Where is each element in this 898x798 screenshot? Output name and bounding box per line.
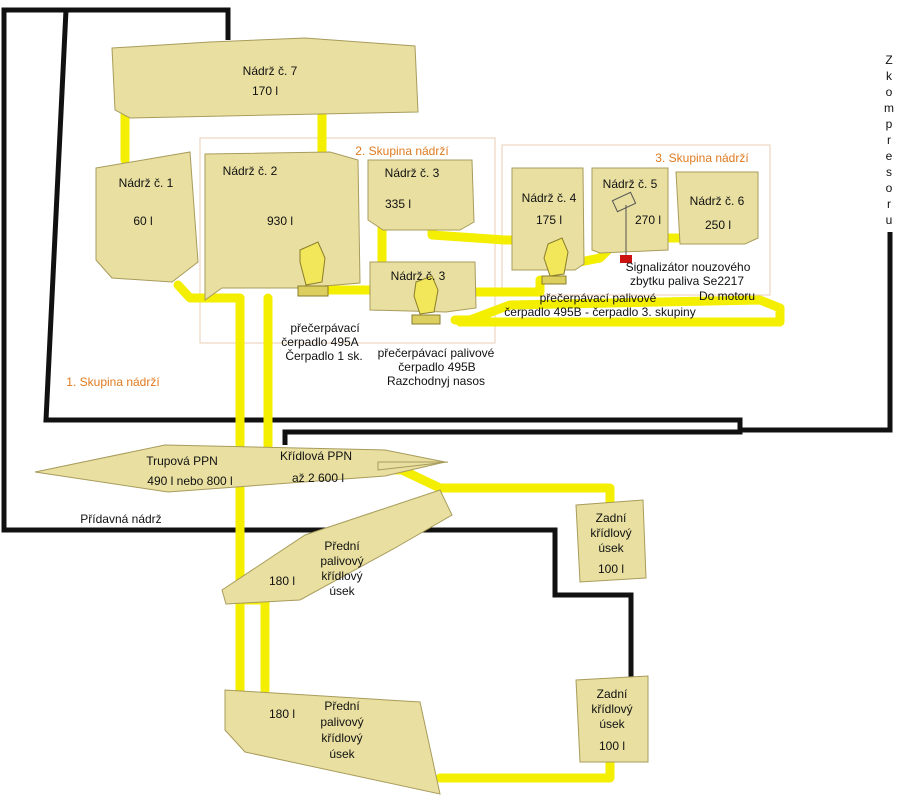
rear1-line1: Zadní: [596, 511, 627, 525]
tank-5: [591, 167, 669, 254]
group3-label: 3. Skupina nádrží: [655, 151, 749, 165]
rear1-line2: křídlový: [590, 526, 631, 540]
ppn-trup-line2: 490 l nebo 800 l: [147, 474, 232, 488]
p495b-line1: přečerpávací palivové: [378, 346, 495, 360]
ppn-wing-line2: až 2 600 l: [292, 471, 344, 485]
front2-line3: křídlový: [321, 731, 362, 745]
svg-text:r: r: [887, 133, 891, 147]
t6-name: Nádrž č. 6: [690, 194, 745, 208]
pipe-t3b-t4: [465, 275, 545, 297]
signal-line2: zbytku paliva Se2217: [630, 274, 744, 288]
tank-front1: [221, 489, 453, 605]
extra-tank-label: Přídavná nádrž: [80, 512, 161, 526]
signal-line1: Signalizátor nouzového: [626, 260, 751, 274]
t5-name: Nádrž č. 5: [603, 177, 658, 191]
front2-line4: úsek: [329, 747, 355, 761]
pump-495a-icon: [297, 241, 329, 297]
front1-line2: palivový: [320, 554, 363, 568]
group1-label: 1. Skupina nádrží: [66, 375, 160, 389]
air-line-inner: [43, 9, 743, 445]
pipe-rear-bottom: [435, 757, 615, 783]
svg-text:o: o: [886, 85, 893, 99]
tank-4: [511, 167, 585, 271]
air-line-outer: [1, 7, 634, 680]
engine-label: Do motoru: [699, 289, 755, 303]
p495b-line3: Razchodnyj nasos: [387, 374, 485, 388]
rear1-vol: 100 l: [598, 562, 624, 576]
p495a-line3: Čerpadlo 1 sk.: [285, 348, 362, 363]
air-line-top: [12, 7, 231, 40]
tank-rear1: [575, 499, 647, 583]
ppn-trup-line1: Trupová PPN: [146, 454, 218, 468]
ppn-wing-line1: Křídlová PPN: [280, 449, 352, 463]
rear2-vol: 100 l: [599, 739, 625, 753]
svg-text:u: u: [886, 213, 893, 227]
sensor-icon: [611, 191, 637, 263]
rear2-line1: Zadní: [597, 687, 628, 701]
pipe-t1-out: [173, 280, 245, 303]
front1-vol: 180 l: [269, 574, 295, 588]
t5-vol: 270 l: [635, 213, 661, 227]
svg-text:p: p: [886, 117, 893, 131]
front1-line4: úsek: [329, 584, 355, 598]
t4-vol: 175 l: [536, 213, 562, 227]
t3b-name: Nádrž č. 3: [391, 269, 446, 283]
t2-name: Nádrž č. 2: [223, 164, 278, 178]
rear2-line2: křídlový: [591, 702, 632, 716]
tank-front2: [224, 689, 441, 795]
pump-495b3-icon: [541, 237, 569, 285]
front2-line2: palivový: [320, 715, 363, 729]
svg-text:m: m: [884, 101, 894, 115]
svg-text:k: k: [886, 69, 893, 83]
pump-495b-icon: [411, 275, 441, 325]
tank-3a: [367, 159, 475, 231]
t3a-vol: 335 l: [385, 197, 411, 211]
p495b-line2: čerpadlo 495B: [398, 360, 475, 374]
p495a-line1: přečerpávací: [290, 321, 360, 335]
ppn-nose-icon: [377, 461, 449, 471]
pipe-engine: [450, 295, 785, 327]
svg-text:o: o: [886, 181, 893, 195]
t2-vol: 930 l: [267, 214, 293, 228]
tank-7: [111, 37, 419, 119]
front1-line3: křídlový: [321, 569, 362, 583]
air-line-compressor: [740, 232, 893, 433]
rear2-line3: úsek: [599, 717, 625, 731]
t1-name: Nádrž č. 1: [119, 176, 174, 190]
t6-vol: 250 l: [705, 218, 731, 232]
p495b3-line1: přečerpávací palivové: [540, 291, 657, 305]
p495b3-line2: čerpadlo 495B - čerpadlo 3. skupiny: [504, 305, 695, 319]
t3a-name: Nádrž č. 3: [385, 166, 440, 180]
svg-text:s: s: [886, 165, 892, 179]
t1-vol: 60 l: [133, 214, 152, 228]
svg-text:e: e: [886, 149, 893, 163]
front1-line1: Přední: [324, 539, 360, 553]
group2-label: 2. Skupina nádrží: [355, 144, 449, 158]
rear1-line3: úsek: [598, 541, 624, 555]
compressor-label: Z k o m p r e s o r u: [884, 53, 894, 227]
group3-frame: [501, 144, 771, 296]
front2-vol: 180 l: [269, 707, 295, 721]
tank-rear2: [575, 675, 649, 763]
svg-text:r: r: [887, 197, 891, 211]
p495a-line2: čerpadlo 495A: [281, 335, 358, 349]
t7-vol: 170 l: [252, 84, 278, 98]
front2-line1: Přední: [324, 699, 360, 713]
tank-1: [95, 151, 199, 283]
t7-name: Nádrž č. 7: [243, 64, 298, 78]
t4-name: Nádrž č. 4: [522, 191, 577, 205]
tank-6: [675, 171, 759, 245]
svg-text:Z: Z: [885, 53, 892, 67]
